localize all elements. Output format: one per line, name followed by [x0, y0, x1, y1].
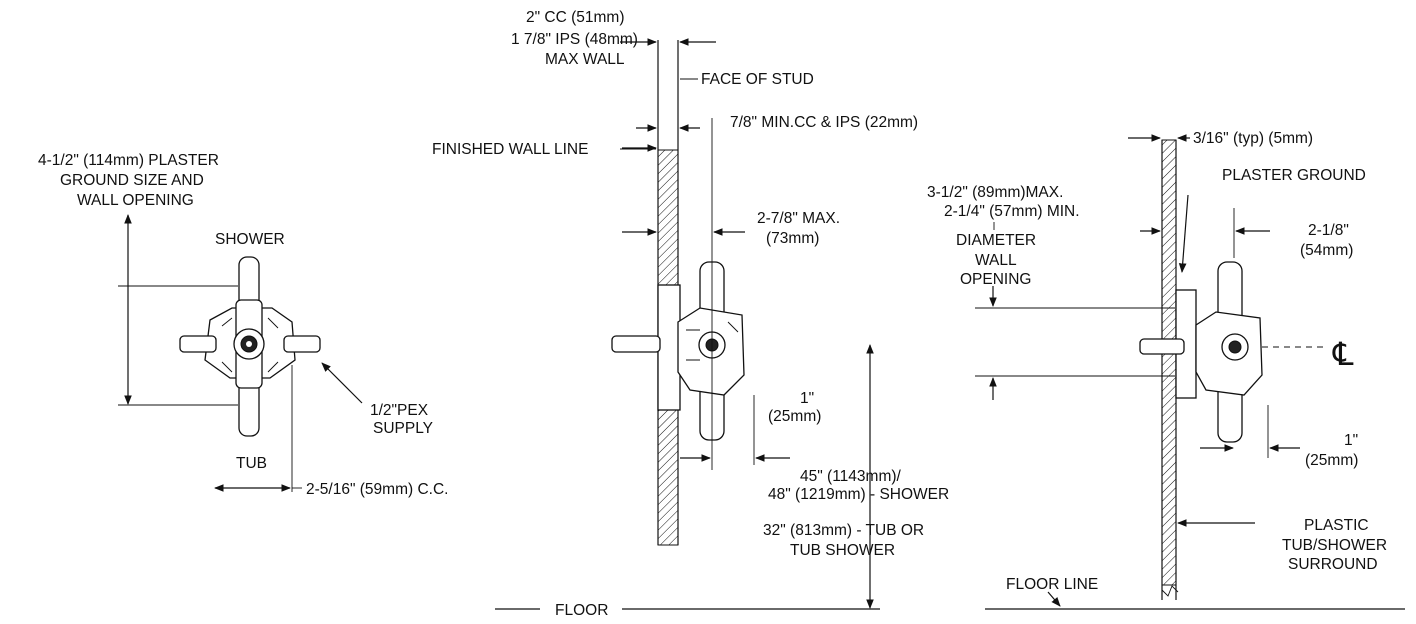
opening-max-label: 3-1/2" (89mm)MAX. [927, 184, 1063, 201]
finished-wall-line-label: FINISHED WALL LINE [432, 141, 588, 158]
cc-label: 2" CC (51mm) [526, 9, 625, 26]
one-inch-mm-label: (25mm) [768, 408, 821, 425]
plaster-ground-label: PLASTER GROUND [1222, 167, 1366, 184]
front-view-dimensions [118, 214, 363, 492]
cc-2-5-16-label: 2-5/16" (59mm) C.C. [306, 481, 448, 498]
centerline-symbol: ℄ [1332, 336, 1354, 372]
two-1-8-label: 2-1/8" [1308, 222, 1349, 239]
ips-label: 1 7/8" IPS (48mm) [511, 31, 638, 48]
two-1-8-mm-label: (54mm) [1300, 242, 1353, 259]
shower-label: SHOWER [215, 231, 285, 248]
pex-inlet-right [283, 335, 321, 353]
height-label-3: 32" (813mm) - TUB OR [763, 522, 924, 539]
plastic-label-2: TUB/SHOWER [1282, 537, 1387, 554]
opening-label: OPENING [960, 271, 1031, 288]
height-label-1: 45" (1143mm)/ [800, 468, 902, 485]
max-wall-label: MAX WALL [545, 51, 625, 68]
pex-supply-label-1: 1/2"PEX [370, 402, 429, 419]
height-label-2: 48" (1219mm) - SHOWER [768, 486, 949, 503]
side-view-right-dimensions [975, 134, 1405, 610]
min-cc-ips-label: 7/8" MIN.CC & IPS (22mm) [730, 114, 918, 131]
one-inch-label: 1" [800, 390, 814, 407]
wall-label: WALL [975, 252, 1017, 269]
side-view-center [611, 40, 745, 546]
height-label-4: TUB SHOWER [790, 542, 895, 559]
plaster-ground-size-label-2: GROUND SIZE AND [60, 172, 204, 189]
max-2-7-8-mm-label: (73mm) [766, 230, 819, 247]
side-cartridge-stem [611, 335, 661, 353]
floor-label: FLOOR [555, 602, 608, 619]
labels: 2" CC (51mm) 1 7/8" IPS (48mm) MAX WALL … [38, 9, 1387, 619]
pex-supply-label-2: SUPPLY [373, 420, 433, 437]
plastic-label-3: SURROUND [1288, 556, 1378, 573]
plaster-ground-size-label-3: WALL OPENING [77, 192, 194, 209]
right-wall-section [1161, 139, 1177, 586]
max-2-7-8-label: 2-7/8" MAX. [757, 210, 840, 227]
one-inch-right-mm-label: (25mm) [1305, 452, 1358, 469]
side-view-center-dimensions [495, 38, 880, 610]
opening-min-label: 2-1/4" (57mm) MIN. [944, 203, 1080, 220]
plaster-ground-size-label-1: 4-1/2" (114mm) PLASTER [38, 152, 219, 169]
floor-line-label: FLOOR LINE [1006, 576, 1098, 593]
face-of-stud-label: FACE OF STUD [701, 71, 814, 88]
typ-3-16-label: 3/16" (typ) (5mm) [1193, 130, 1313, 147]
front-view [179, 256, 321, 437]
diameter-label: DIAMETER [956, 232, 1036, 249]
pex-inlet-left [179, 335, 217, 353]
one-inch-right-label: 1" [1344, 432, 1358, 449]
tub-label: TUB [236, 455, 267, 472]
side-view-right [1139, 139, 1328, 600]
plastic-label-1: PLASTIC [1304, 517, 1369, 534]
